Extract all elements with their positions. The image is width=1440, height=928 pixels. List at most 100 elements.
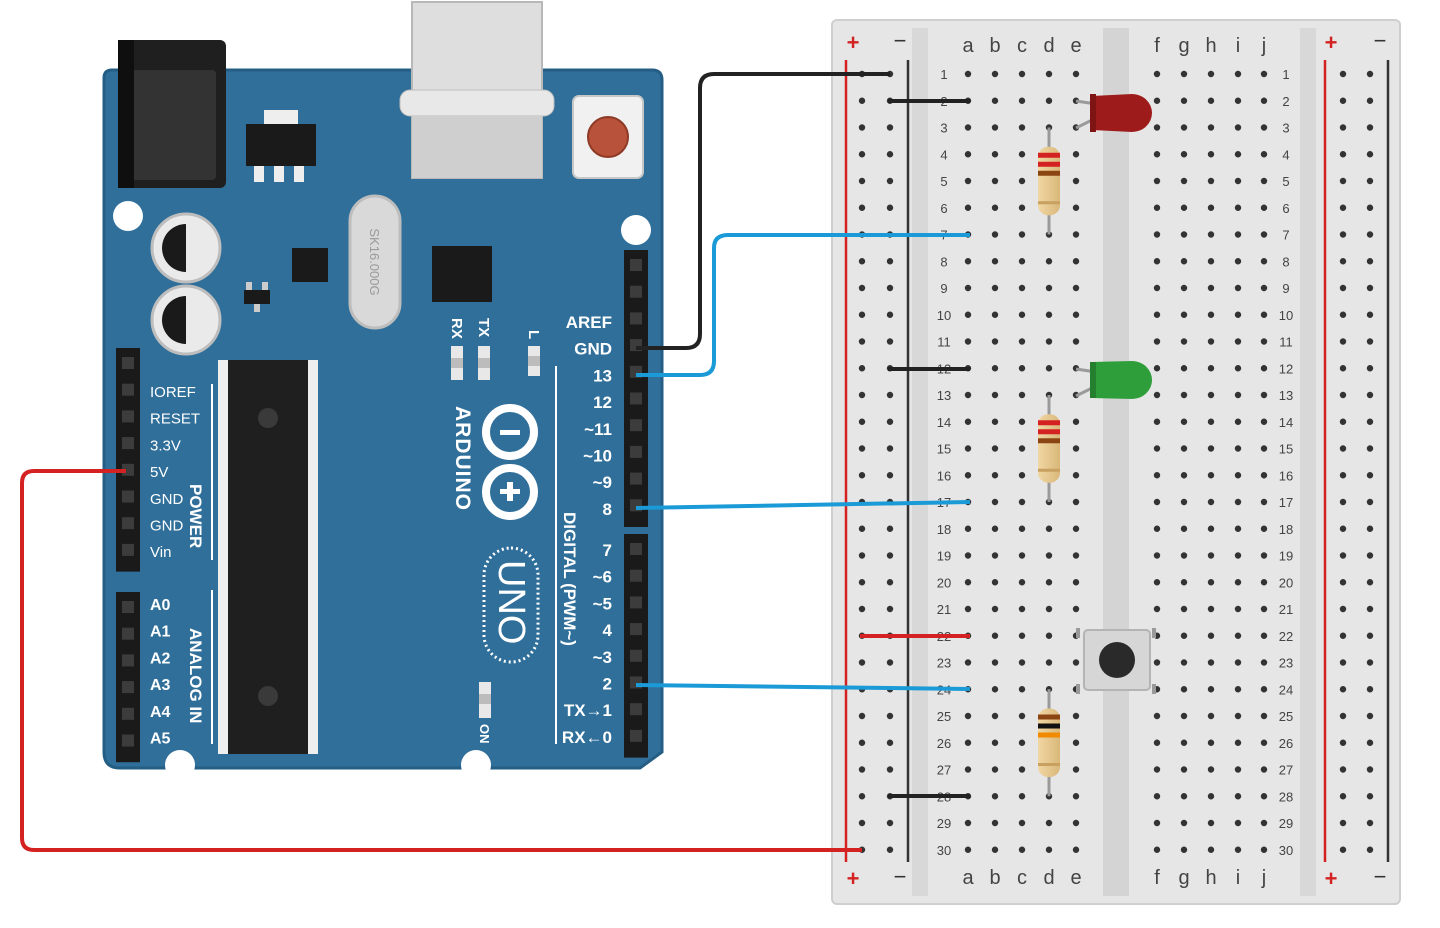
breadboard-hole[interactable] [858,365,866,372]
breadboard-hole[interactable] [886,445,894,452]
resistor[interactable] [1038,689,1060,797]
breadboard-hole[interactable] [1207,258,1215,265]
breadboard-hole[interactable] [964,552,972,559]
breadboard-hole[interactable] [1180,659,1188,666]
breadboard-hole[interactable] [1072,739,1080,746]
breadboard-hole[interactable] [886,552,894,559]
breadboard-hole[interactable] [1366,793,1374,800]
breadboard-hole[interactable] [1153,338,1161,345]
breadboard-hole[interactable] [1072,445,1080,452]
breadboard-hole[interactable] [1207,472,1215,479]
breadboard-hole[interactable] [1018,418,1026,425]
breadboard-hole[interactable] [1072,552,1080,559]
breadboard-hole[interactable] [1072,819,1080,827]
breadboard-hole[interactable] [1366,766,1374,773]
breadboard-hole[interactable] [1366,846,1374,853]
breadboard-hole[interactable] [1018,686,1026,693]
breadboard-hole[interactable] [1234,418,1242,425]
breadboard-hole[interactable] [1180,579,1188,586]
breadboard-hole[interactable] [1366,552,1374,559]
wire-pin13-blue[interactable] [636,233,970,377]
breadboard-hole[interactable] [858,284,866,292]
breadboard-hole[interactable] [886,525,894,532]
breadboard-hole[interactable] [1072,284,1080,292]
header-socket[interactable] [122,601,134,613]
breadboard-hole[interactable] [1072,605,1080,613]
breadboard-hole[interactable] [1153,177,1161,185]
breadboard-hole[interactable] [858,258,866,265]
breadboard-hole[interactable] [1366,258,1374,265]
breadboard-hole[interactable] [1234,70,1242,78]
breadboard-hole[interactable] [1180,819,1188,827]
breadboard-hole[interactable] [1234,579,1242,586]
breadboard-hole[interactable] [1366,97,1374,104]
breadboard-hole[interactable] [1153,498,1161,506]
breadboard-hole[interactable] [1072,525,1080,532]
breadboard-hole[interactable] [991,151,999,158]
breadboard-hole[interactable] [1153,391,1161,399]
breadboard-hole[interactable] [1153,204,1161,211]
breadboard-hole[interactable] [1260,338,1268,345]
breadboard-hole[interactable] [1153,70,1161,78]
breadboard-hole[interactable] [1180,552,1188,559]
breadboard-hole[interactable] [1260,793,1268,800]
header-socket[interactable] [630,543,642,555]
breadboard-hole[interactable] [991,311,999,318]
breadboard-hole[interactable] [886,579,894,586]
breadboard-hole[interactable] [964,739,972,746]
header-socket[interactable] [122,681,134,694]
breadboard-hole[interactable] [1207,552,1215,559]
breadboard-hole[interactable] [1045,365,1053,372]
breadboard-hole[interactable] [886,124,894,131]
breadboard-hole[interactable] [1018,819,1026,827]
breadboard-hole[interactable] [1234,712,1242,720]
breadboard-hole[interactable] [1260,231,1268,238]
breadboard-hole[interactable] [1234,258,1242,265]
breadboard-hole[interactable] [1018,525,1026,532]
header-socket[interactable] [630,596,642,609]
breadboard-hole[interactable] [1180,97,1188,104]
breadboard-hole[interactable] [991,231,999,238]
breadboard-hole[interactable] [1018,177,1026,185]
breadboard-hole[interactable] [1072,231,1080,238]
breadboard-hole[interactable] [1260,124,1268,131]
breadboard-hole[interactable] [886,284,894,292]
breadboard-hole[interactable] [1260,525,1268,532]
breadboard-hole[interactable] [1366,391,1374,399]
breadboard-hole[interactable] [964,70,972,78]
breadboard-hole[interactable] [1180,498,1188,506]
red-led[interactable] [1075,94,1152,132]
breadboard-hole[interactable] [964,124,972,131]
breadboard-hole[interactable] [1180,472,1188,479]
breadboard-hole[interactable] [1018,70,1026,78]
breadboard-hole[interactable] [1339,151,1347,158]
breadboard-hole[interactable] [1366,498,1374,506]
breadboard-hole[interactable] [1339,579,1347,586]
breadboard-hole[interactable] [1207,311,1215,318]
header-socket[interactable] [122,654,134,667]
breadboard-hole[interactable] [1234,819,1242,827]
breadboard-hole[interactable] [991,605,999,613]
header-socket[interactable] [122,410,134,423]
breadboard-hole[interactable] [1234,525,1242,532]
breadboard-hole[interactable] [1018,766,1026,773]
breadboard-hole[interactable] [1207,819,1215,827]
breadboard-hole[interactable] [991,472,999,479]
breadboard-hole[interactable] [886,177,894,185]
breadboard-hole[interactable] [1018,846,1026,853]
breadboard-hole[interactable] [1072,846,1080,853]
breadboard-hole[interactable] [1018,605,1026,613]
breadboard-hole[interactable] [1153,258,1161,265]
breadboard-hole[interactable] [858,552,866,559]
breadboard-hole[interactable] [1234,686,1242,693]
breadboard-hole[interactable] [1153,579,1161,586]
breadboard-hole[interactable] [1072,766,1080,773]
breadboard-hole[interactable] [964,311,972,318]
breadboard-hole[interactable] [991,552,999,559]
breadboard-hole[interactable] [1207,418,1215,425]
breadboard-hole[interactable] [858,472,866,479]
breadboard-hole[interactable] [1207,712,1215,720]
breadboard-hole[interactable] [1207,124,1215,131]
breadboard-hole[interactable] [1234,177,1242,185]
breadboard-hole[interactable] [858,605,866,613]
